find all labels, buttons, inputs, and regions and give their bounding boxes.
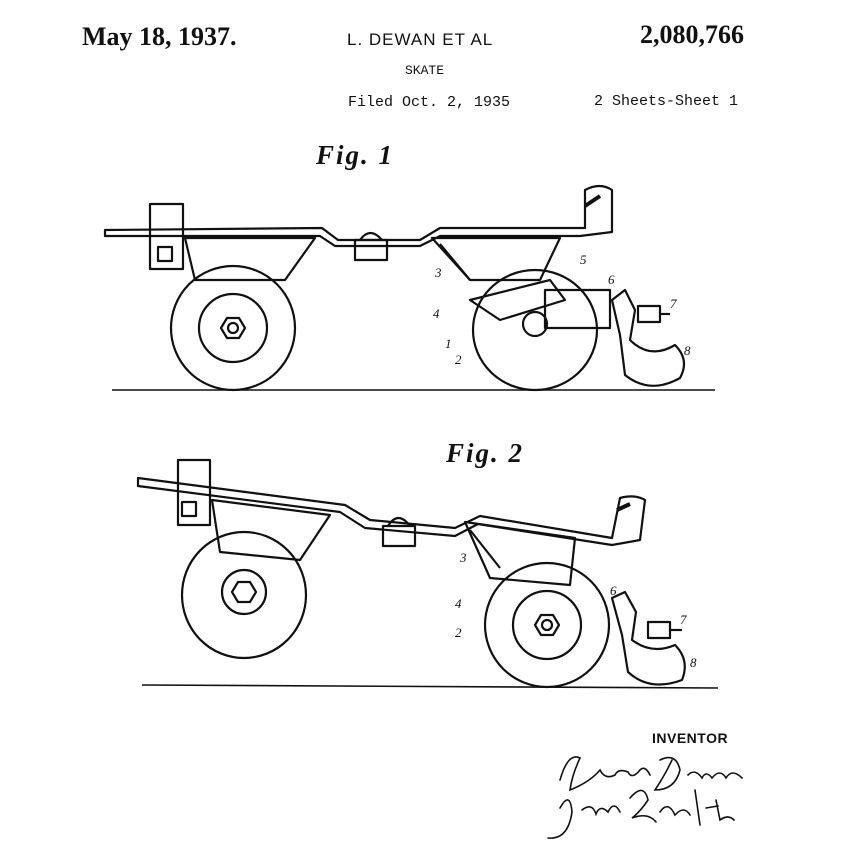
figure-2-label: Fig. 2 [446, 438, 525, 468]
fig1-ref-3: 3 [435, 265, 442, 280]
fig2-ref-7: 7 [680, 612, 687, 627]
fig2-ref-6: 6 [610, 583, 617, 598]
patent-number: 2,080,766 [640, 20, 744, 49]
fig1-ref-6: 6 [608, 272, 615, 287]
fig1-ref-4: 4 [433, 306, 440, 321]
fig1-ref-8: 8 [684, 343, 691, 358]
figure-1-label: Fig. 1 [316, 140, 395, 170]
fig1-ref-2: 2 [455, 352, 462, 367]
inventor-names: L. DEWAN ET AL [347, 30, 494, 49]
filed-date: Filed Oct. 2, 1935 [348, 94, 511, 111]
fig1-ref-5: 5 [580, 252, 587, 267]
patent-date: May 18, 1937. [82, 22, 237, 51]
fig2-ref-2: 2 [455, 625, 462, 640]
inventor-label: INVENTOR [652, 730, 729, 746]
fig2-ref-8: 8 [690, 655, 697, 670]
fig1-ref-1: 1 [445, 336, 452, 351]
fig2-ref-4: 4 [455, 596, 462, 611]
sheet-count: 2 Sheets-Sheet 1 [594, 93, 739, 110]
patent-title: SKATE [405, 63, 445, 78]
fig1-ref-7: 7 [670, 296, 677, 311]
fig2-ref-3: 3 [460, 550, 467, 565]
